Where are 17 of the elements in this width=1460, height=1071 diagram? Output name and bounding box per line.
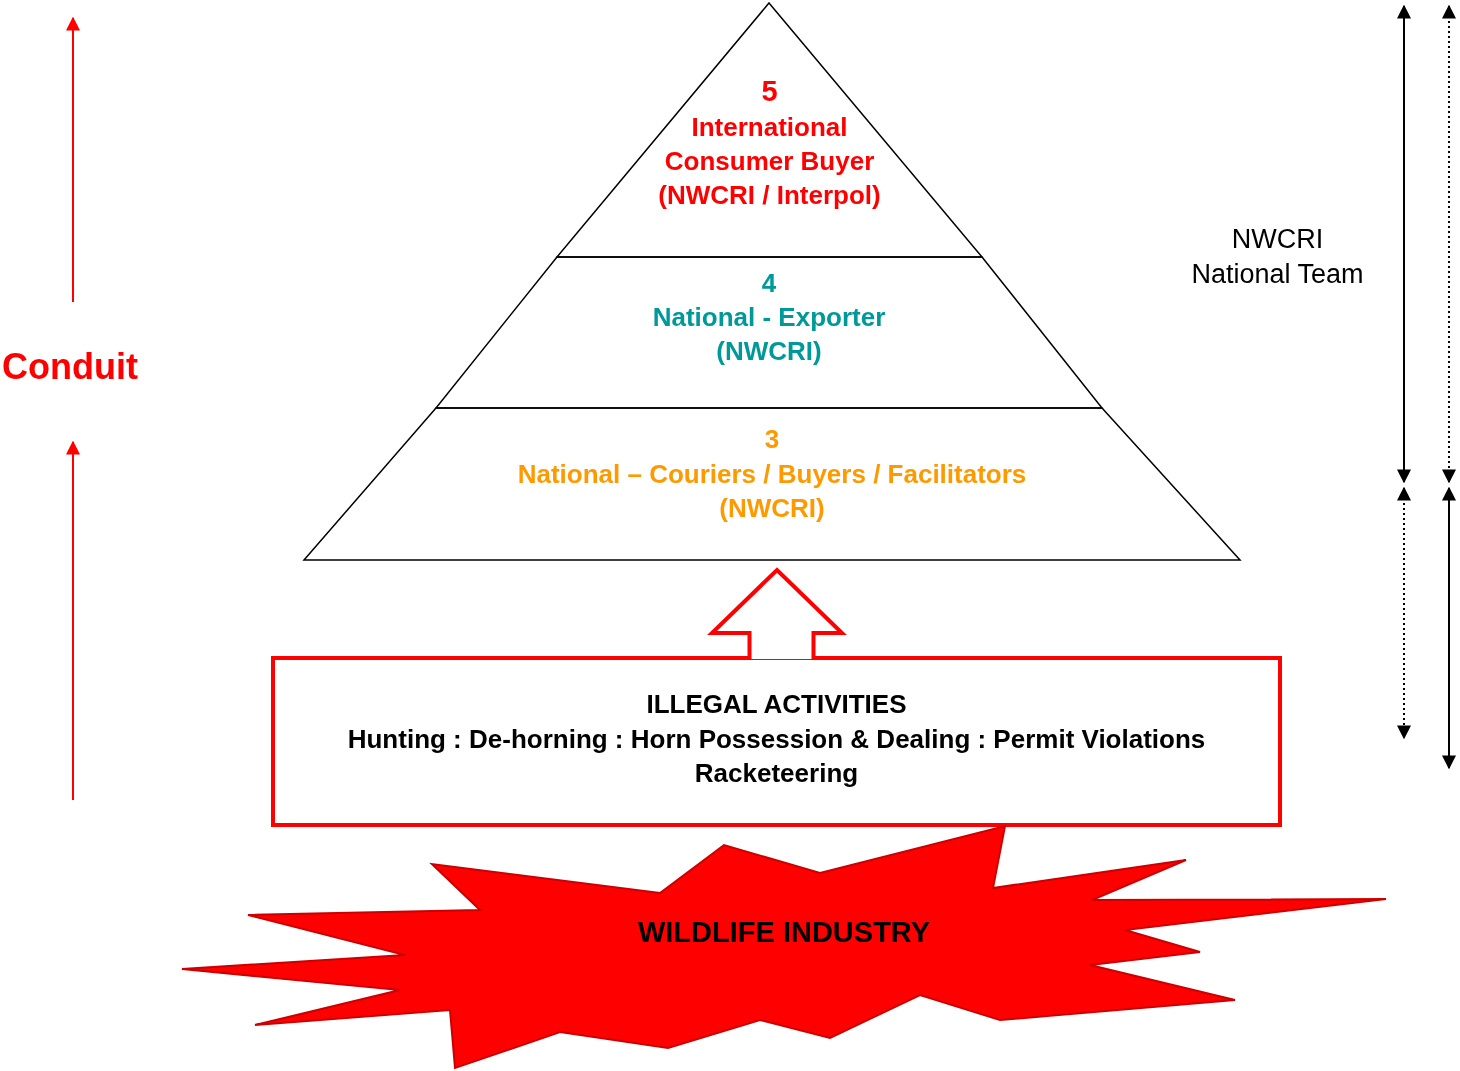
- side-label: Conduit: [2, 345, 138, 389]
- activity-list: Hunting : De-horning : Horn Possession & Dealing : Permit Violations Racketeering: [281, 723, 1272, 791]
- starburst: [182, 826, 1386, 1069]
- tier-label: International Consumer Buyer (NWCRI / Interpol): [657, 111, 882, 212]
- tier-label: National – Couriers / Buyers / Facilitators (NWCRI): [516, 458, 1028, 525]
- section-heading: ILLEGAL ACTIVITIES: [646, 688, 907, 721]
- pyramid-tier: [557, 3, 982, 257]
- team-label: NWCRI National Team: [1190, 223, 1365, 292]
- banner-text: WILDLIFE INDUSTRY: [637, 915, 931, 950]
- tier-number: 4: [761, 267, 777, 300]
- pyramid-tier: [436, 257, 1102, 408]
- tier-number: 5: [761, 74, 778, 109]
- tier-label: National - Exporter (NWCRI): [651, 301, 887, 368]
- pyramid-tier: [304, 408, 1240, 560]
- activity-box: [273, 658, 1280, 825]
- tier-number: 3: [764, 423, 780, 456]
- block-arrow: [707, 567, 847, 661]
